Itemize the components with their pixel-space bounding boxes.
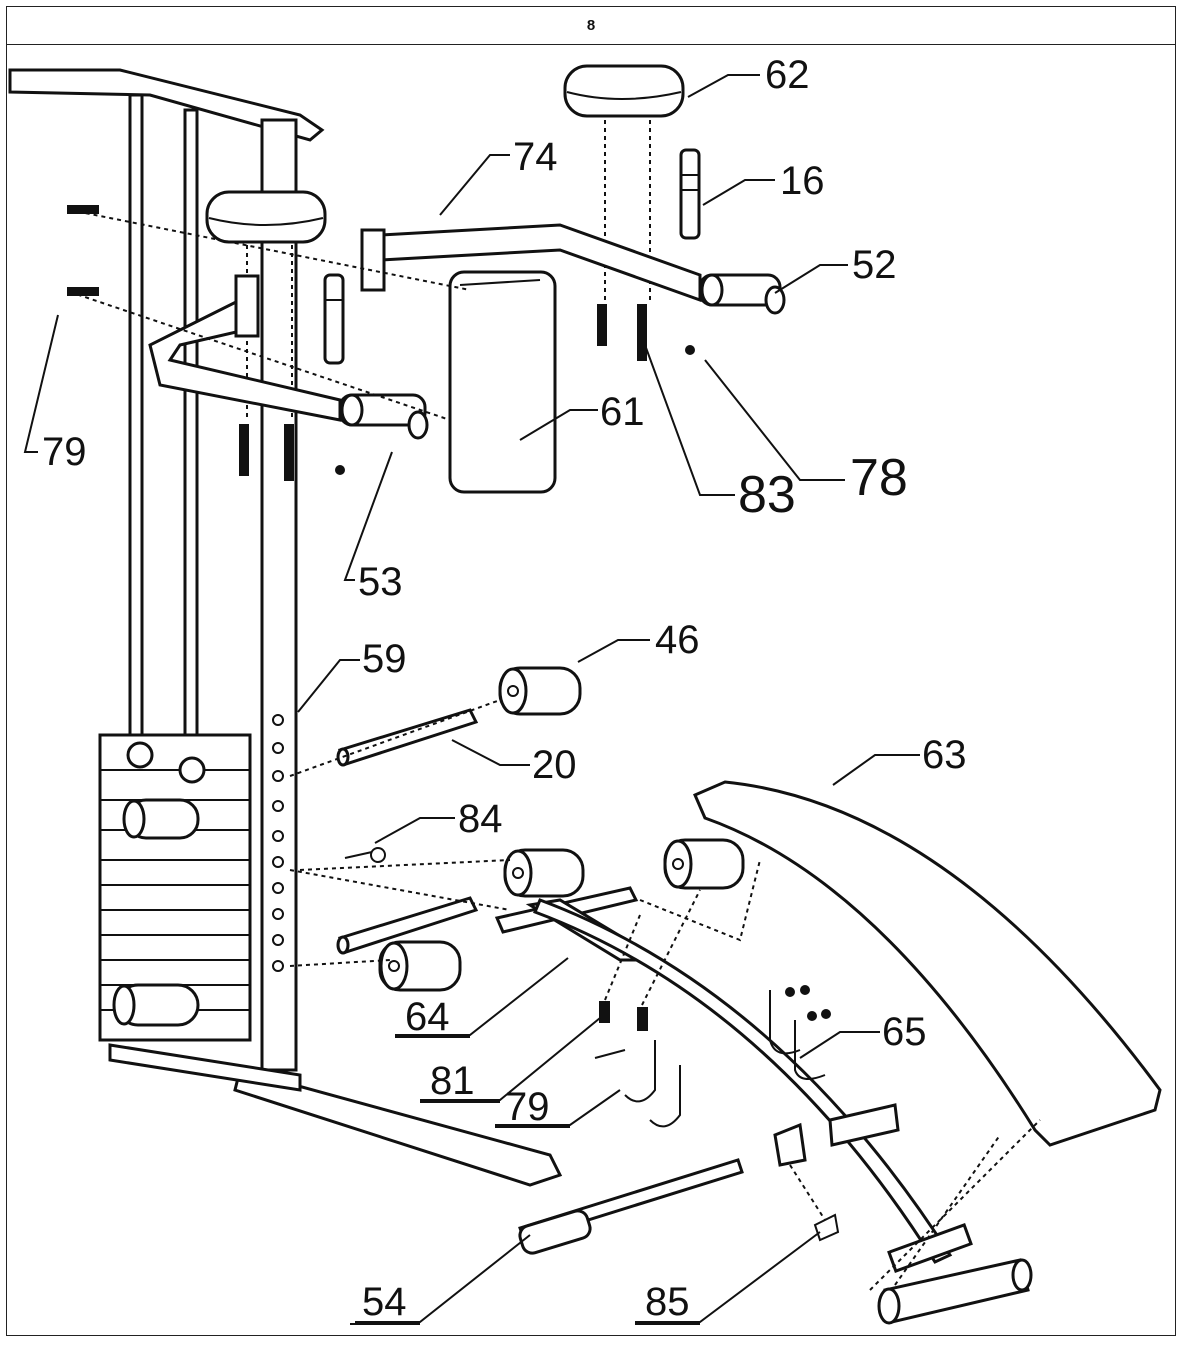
bench-frame bbox=[533, 898, 1041, 1325]
label-46: 46 bbox=[655, 618, 700, 662]
label-65: 65 bbox=[882, 1010, 927, 1054]
hooks-65 bbox=[624, 985, 831, 1128]
label-61: 61 bbox=[600, 390, 645, 434]
part-labels: 62 74 16 52 79 61 83 78 53 59 46 20 63 8… bbox=[42, 53, 967, 1324]
label-16: 16 bbox=[780, 159, 825, 203]
label-74: 74 bbox=[513, 135, 558, 179]
label-63: 63 bbox=[922, 733, 967, 777]
label-78: 78 bbox=[850, 449, 908, 507]
roller-right bbox=[663, 838, 745, 890]
roller-mid bbox=[503, 848, 585, 898]
arm-53 bbox=[148, 274, 429, 440]
pin-16 bbox=[679, 148, 701, 240]
label-79-bottom: 79 bbox=[505, 1085, 550, 1129]
label-54: 54 bbox=[362, 1280, 407, 1324]
roller-low bbox=[378, 940, 462, 992]
weight-stack bbox=[98, 733, 252, 1042]
page-header: 8 bbox=[7, 7, 1175, 45]
label-64: 64 bbox=[405, 995, 450, 1039]
label-59: 59 bbox=[362, 637, 407, 681]
label-53: 53 bbox=[358, 560, 403, 604]
bench-bolts bbox=[594, 859, 761, 1059]
tube-20 bbox=[336, 708, 479, 767]
tube-54 bbox=[518, 1103, 900, 1255]
back-pad-62 bbox=[563, 64, 685, 300]
label-79-top: 79 bbox=[42, 430, 87, 474]
label-20: 20 bbox=[532, 743, 577, 787]
label-83: 83 bbox=[738, 466, 796, 524]
bench-63 bbox=[693, 780, 1162, 1147]
leader-lines bbox=[23, 74, 920, 1323]
label-62: 62 bbox=[765, 53, 810, 97]
label-84: 84 bbox=[458, 797, 503, 841]
pad-61 bbox=[448, 270, 557, 494]
pin-left bbox=[323, 273, 345, 365]
main-frame bbox=[8, 68, 563, 1187]
roller-46 bbox=[498, 666, 582, 716]
label-underlines bbox=[350, 1036, 700, 1325]
pin-84 bbox=[344, 847, 386, 863]
page-frame: 8 bbox=[6, 6, 1176, 1336]
label-81: 81 bbox=[430, 1059, 475, 1103]
label-52: 52 bbox=[852, 243, 897, 287]
bolts-upper bbox=[67, 205, 695, 481]
pin-85 bbox=[789, 1164, 840, 1242]
column-holes bbox=[272, 714, 284, 972]
tube-lower bbox=[336, 896, 479, 955]
page-number: 8 bbox=[586, 17, 596, 34]
arm-52 bbox=[360, 223, 786, 315]
guide-lines bbox=[289, 699, 511, 967]
label-85: 85 bbox=[645, 1280, 690, 1324]
